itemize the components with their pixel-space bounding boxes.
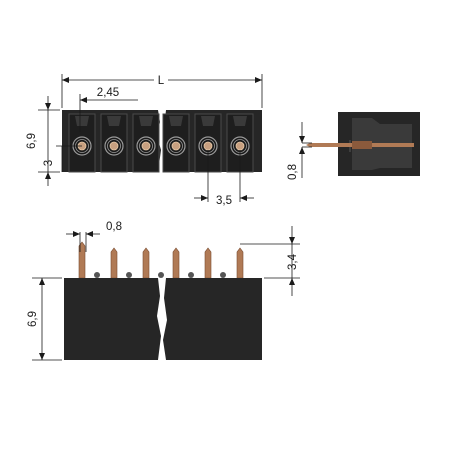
socket-ring (235, 141, 245, 151)
socket-latch (169, 116, 183, 126)
socket-ring (109, 141, 119, 151)
socket-latch (139, 116, 153, 126)
dim-front-height: 6,9 (27, 311, 39, 327)
dim-pin-length: 3,4 (287, 253, 299, 270)
side-view: 0,8 (287, 112, 420, 180)
dim-side-pin: 0,8 (287, 164, 299, 180)
dim-front-pin: 0,8 (106, 221, 122, 233)
dim-pitch-offset: 2,45 (97, 87, 119, 99)
front-pin (236, 247, 244, 279)
dim-pin-height: 3 (43, 160, 55, 166)
socket-latch (233, 116, 247, 126)
socket-latch (75, 116, 89, 126)
dim-top-height: 6,9 (26, 133, 38, 149)
pin-base-bump (220, 272, 226, 278)
dim-pitch: 3,5 (216, 195, 232, 207)
front-view: 0,8 3,4 6,9 (27, 221, 300, 361)
pin-sockets (68, 113, 254, 173)
socket-latch (201, 116, 215, 126)
pin-base-bump (126, 272, 132, 278)
pin-base-bump (158, 272, 164, 278)
front-pin (110, 247, 118, 279)
socket-ring (203, 141, 213, 151)
pin-base-bump (188, 272, 194, 278)
front-pin (172, 247, 180, 279)
front-housing-right (163, 278, 262, 360)
socket-ring (141, 141, 151, 151)
front-housing-left (64, 278, 161, 360)
pin-base-bump (94, 272, 100, 278)
dim-overall-length: L (158, 75, 165, 87)
top-view: L 2,45 6,9 3 3,5 (26, 70, 263, 207)
socket-latch (107, 116, 121, 126)
front-pin (204, 247, 212, 279)
front-pin (142, 247, 150, 279)
socket-ring (171, 141, 181, 151)
front-pins (78, 241, 244, 279)
